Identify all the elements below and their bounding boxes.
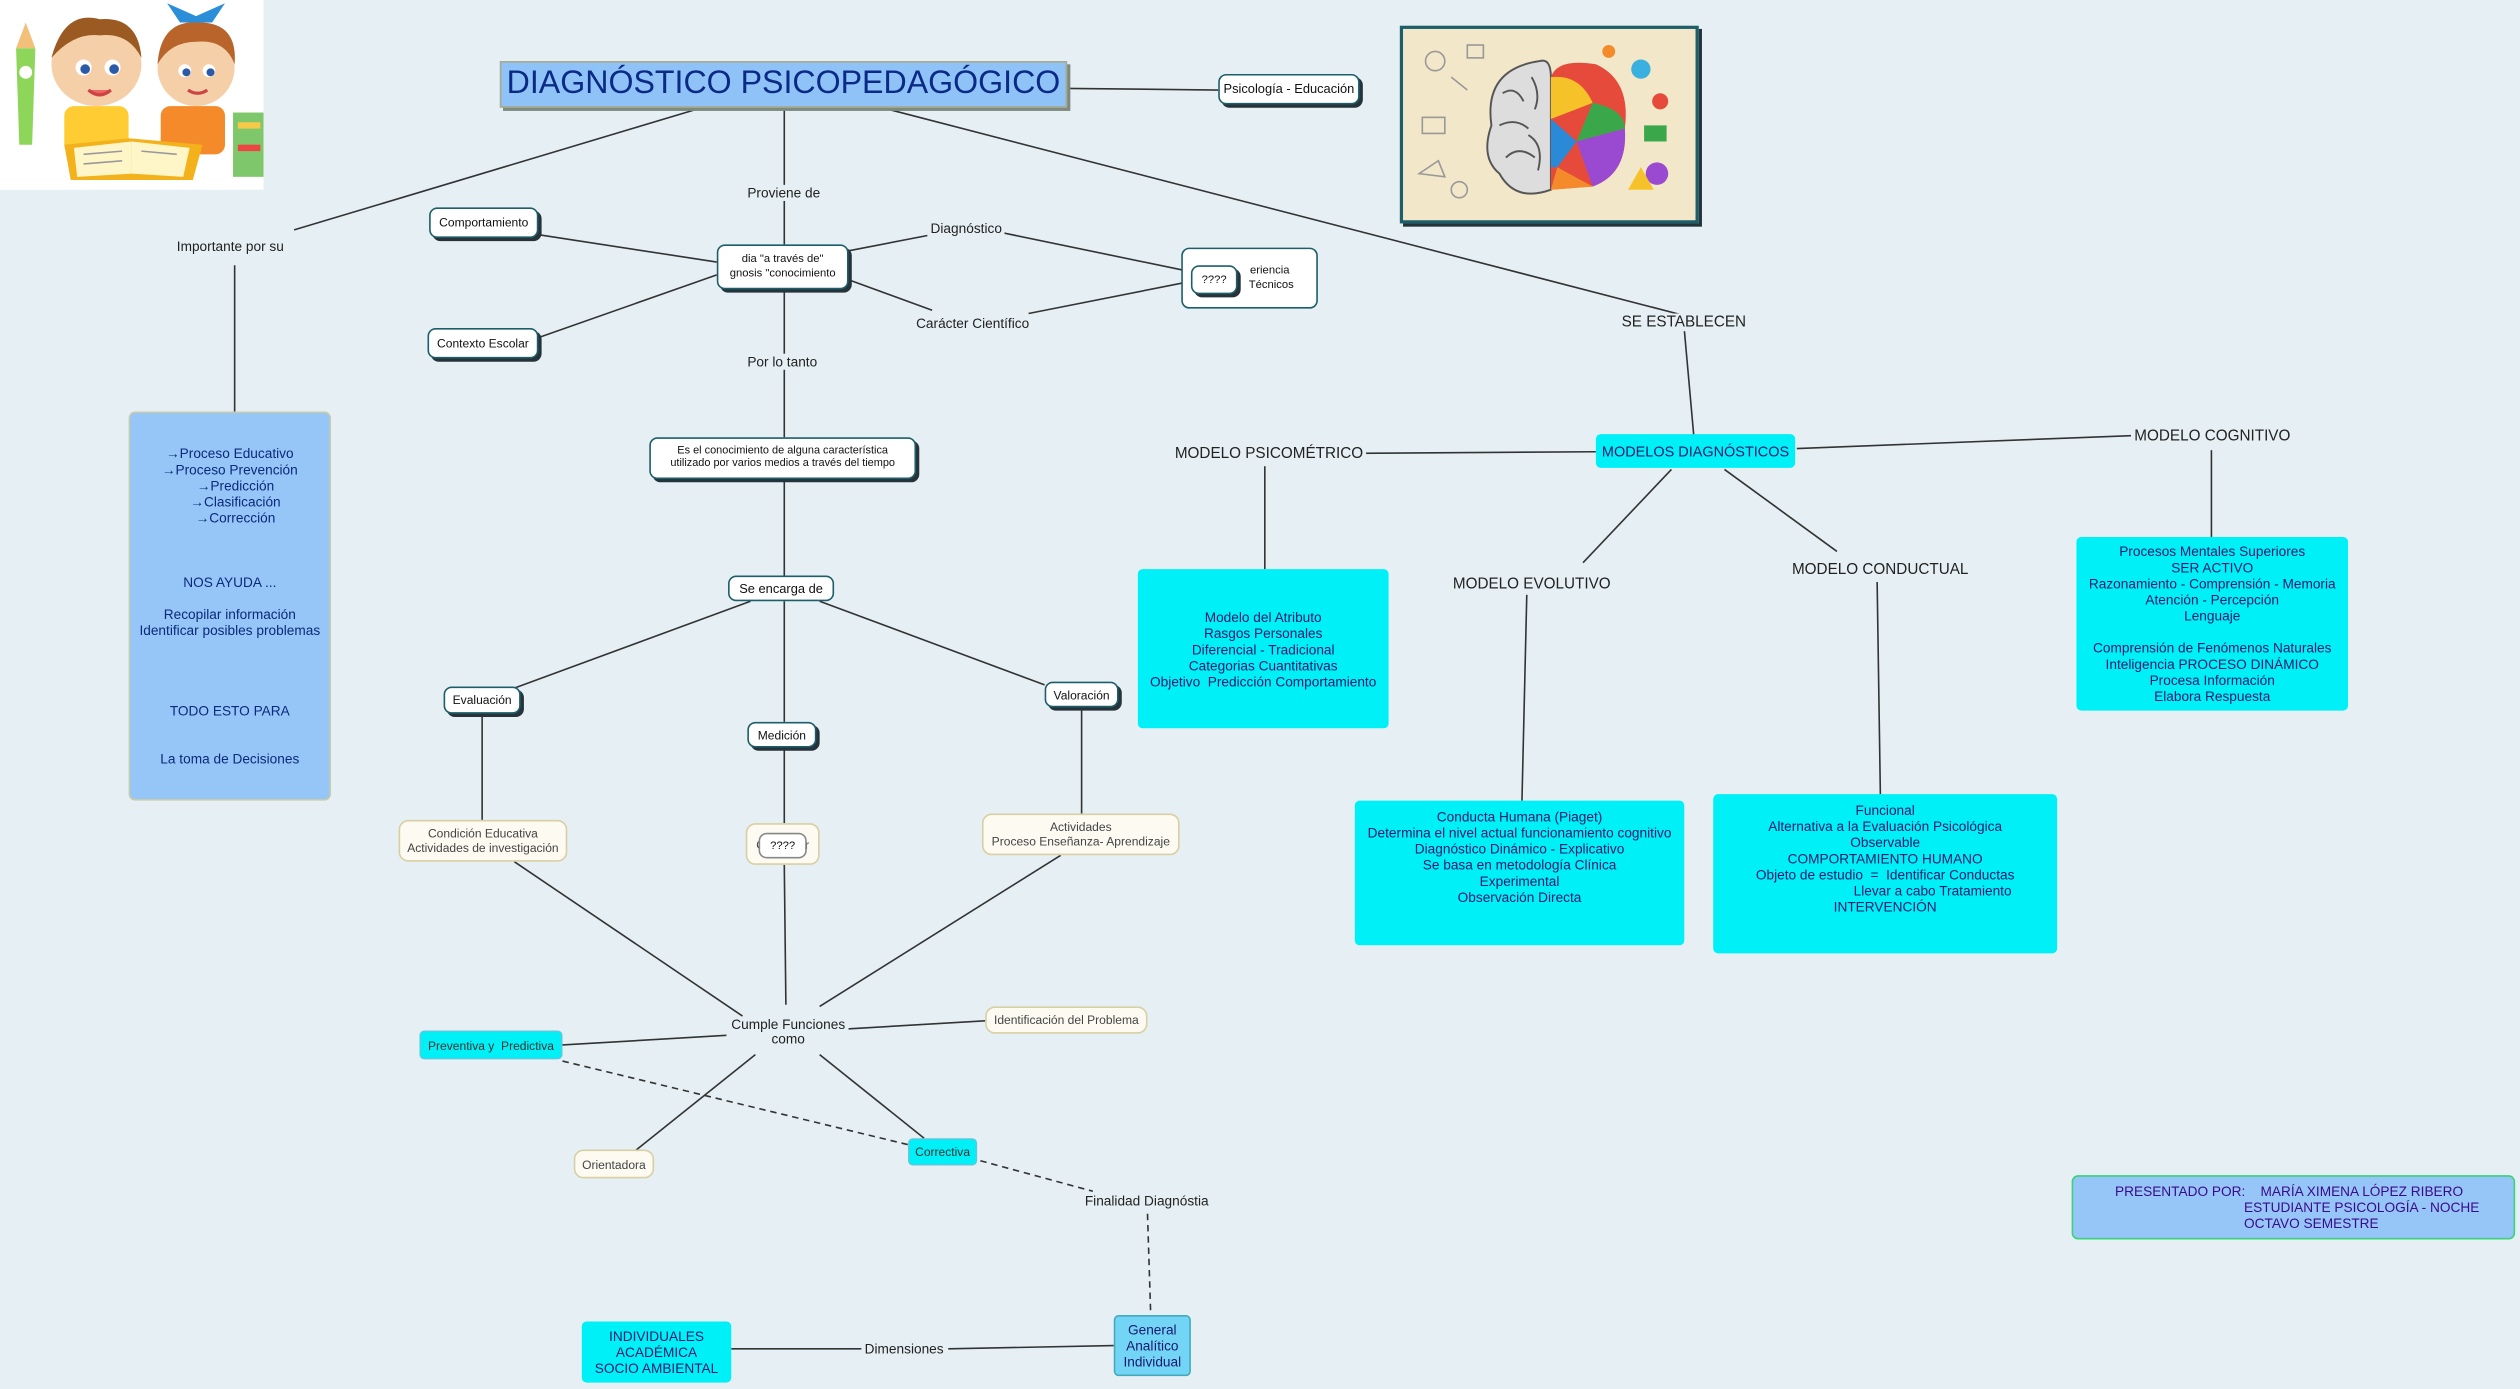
node-text: Orientadora [582, 1156, 646, 1172]
node-contexto-escolar[interactable]: Contexto Escolar [427, 327, 539, 359]
node-text: Actividades Proceso Enseñanza- Aprendiza… [991, 819, 1170, 849]
node-evaluacion[interactable]: Evaluación [443, 686, 521, 714]
node-text: Procesos Mentales Superiores SER ACTIVO … [2088, 543, 2336, 705]
node-unknown-2[interactable]: ???? [758, 832, 807, 859]
node-orientadora[interactable]: Orientadora [573, 1149, 655, 1179]
node-text: Comportamiento [439, 215, 529, 230]
label-caracter-cientifico: Carácter Científico [912, 315, 1033, 332]
node-psicologia-educacion[interactable]: Psicología - Educación [1218, 73, 1360, 105]
node-modelos-diagnosticos[interactable]: MODELOS DIAGNÓSTICOS [1595, 434, 1796, 468]
node-preventiva[interactable]: Preventiva y Predictiva [419, 1030, 563, 1060]
node-text: Identificación del Problema [993, 1012, 1139, 1028]
node-unknown-1[interactable]: ???? [1190, 265, 1238, 295]
node-text: Condición Educativa Actividades de inves… [407, 826, 559, 856]
node-text: Correctiva [915, 1144, 971, 1160]
box-psicometrico[interactable]: Modelo del Atributo Rasgos Personales Di… [1137, 569, 1389, 729]
kids-reading-icon [16, 3, 264, 181]
node-individuales[interactable]: INDIVIDUALES ACADÉMICA SOCIO AMBIENTAL [581, 1321, 732, 1383]
node-text: Conducta Humana (Piaget) Determina el ni… [1367, 808, 1672, 906]
node-actividades[interactable]: Actividades Proceso Enseñanza- Aprendiza… [981, 813, 1180, 856]
page-title: DIAGNÓSTICO PSICOPEDAGÓGICO [499, 61, 1068, 108]
label-cumple-funciones: Cumple Funciones como [728, 1017, 849, 1047]
node-text: Preventiva y Predictiva [428, 1037, 554, 1053]
left-info-box[interactable]: →Proceso Educativo →Proceso Prevención →… [128, 411, 332, 801]
node-text: dia "a través de" gnosis "conocimiento [729, 254, 836, 280]
node-text: Es el conocimiento de alguna característ… [670, 445, 896, 470]
label-importante: Importante por su [173, 237, 288, 255]
kids-reading-illustration [0, 0, 264, 190]
label-proviene: Proviene de [744, 184, 824, 201]
label-evolutivo: MODELO EVOLUTIVO [1449, 575, 1614, 594]
label-dimensiones: Dimensiones [861, 1340, 947, 1357]
box-evolutivo[interactable]: Conducta Humana (Piaget) Determina el ni… [1354, 800, 1685, 946]
node-text: General Analítico Individual [1123, 1321, 1182, 1370]
node-text: ???? [1201, 274, 1227, 286]
node-text: ???? [770, 839, 796, 852]
node-text: Modelo del Atributo Rasgos Personales Di… [1150, 608, 1377, 689]
node-condicion-educativa[interactable]: Condición Educativa Actividades de inves… [398, 819, 568, 862]
node-valoracion[interactable]: Valoración [1044, 681, 1119, 708]
box-cognitivo[interactable]: Procesos Mentales Superiores SER ACTIVO … [2076, 536, 2349, 711]
node-text: Evaluación [452, 692, 512, 708]
node-comportamiento[interactable]: Comportamiento [429, 207, 539, 238]
node-se-encarga[interactable]: Se encarga de [728, 575, 835, 602]
page-title-text: DIAGNÓSTICO PSICOPEDAGÓGICO [506, 65, 1061, 102]
node-text: Contexto Escolar [437, 335, 529, 351]
node-correctiva[interactable]: Correctiva [908, 1138, 978, 1166]
colorful-brain-icon [1416, 44, 1669, 199]
label-por-lo-tanto: Por lo tanto [744, 353, 821, 370]
node-text: eriencia Técnicos [1248, 265, 1294, 291]
node-text: Se encarga de [739, 581, 823, 596]
node-text: PRESENTADO POR: MARÍA XIMENA LÓPEZ RIBER… [2114, 1183, 2480, 1232]
node-text: MODELOS DIAGNÓSTICOS [1601, 442, 1790, 459]
label-psicometrico: MODELO PSICOMÉTRICO [1171, 445, 1367, 464]
node-conocimiento[interactable]: Es el conocimiento de alguna característ… [649, 437, 917, 480]
node-text: →Proceso Educativo →Proceso Prevención →… [139, 445, 321, 767]
brain-illustration [1399, 25, 1699, 224]
node-text: Medición [757, 727, 806, 742]
node-text: Valoración [1053, 687, 1110, 702]
box-conductual[interactable]: Funcional Alternativa a la Evaluación Ps… [1713, 794, 2058, 954]
node-medicion[interactable]: Medición [747, 721, 817, 748]
node-identificacion[interactable]: Identificación del Problema [985, 1006, 1148, 1034]
label-se-establecen: SE ESTABLECEN [1618, 313, 1750, 332]
node-gnosis[interactable]: dia "a través de" gnosis "conocimiento [716, 244, 849, 290]
label-finalidad: Finalidad Diagnóstia [1081, 1192, 1212, 1209]
node-text: Funcional Alternativa a la Evaluación Ps… [1755, 802, 2015, 915]
label-diagnostico: Diagnóstico [927, 220, 1006, 237]
node-text: Psicología - Educación [1223, 81, 1355, 97]
label-conductual: MODELO CONDUCTUAL [1788, 561, 1972, 579]
node-text: INDIVIDUALES ACADÉMICA SOCIO AMBIENTAL [594, 1327, 719, 1377]
label-cognitivo: MODELO COGNITIVO [2131, 427, 2294, 446]
presented-by-box: PRESENTADO POR: MARÍA XIMENA LÓPEZ RIBER… [2071, 1175, 2516, 1240]
node-general[interactable]: General Analítico Individual [1113, 1315, 1191, 1377]
